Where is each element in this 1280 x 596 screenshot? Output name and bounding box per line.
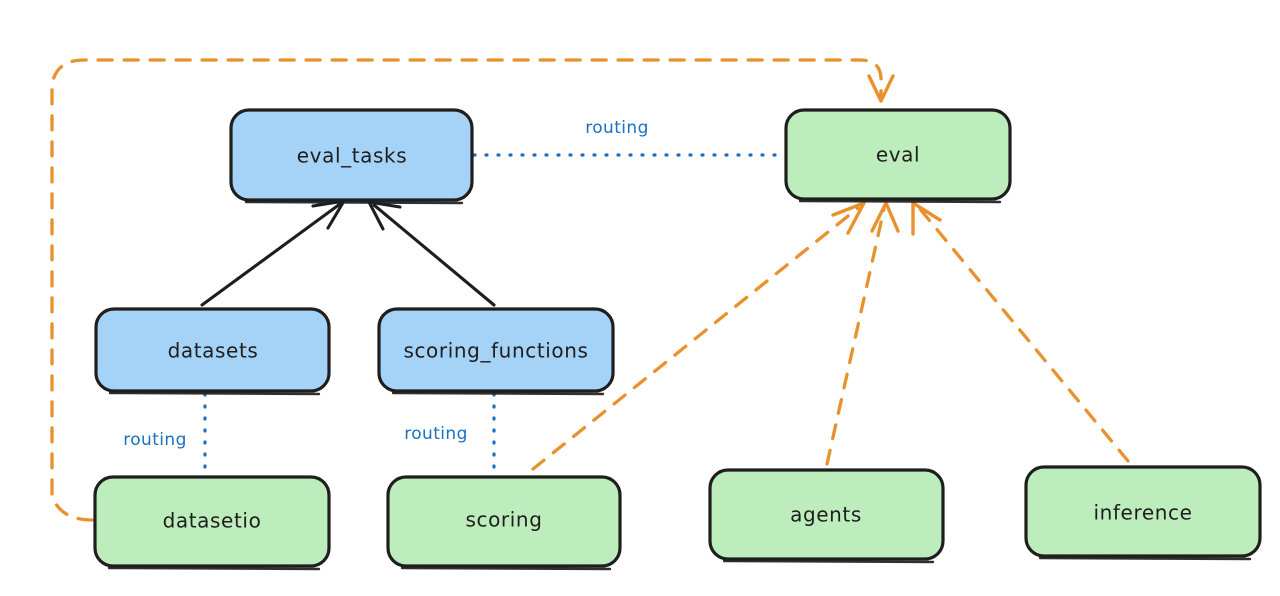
node-inference-shadow — [1038, 556, 1252, 561]
edge-inference-to-eval[interactable] — [911, 201, 1130, 463]
node-agents-box — [708, 468, 945, 561]
node-eval[interactable]: eval — [784, 108, 1012, 204]
node-eval-box — [784, 108, 1012, 201]
edge-label-routing-eval: routing — [585, 118, 649, 138]
node-scoring_functions-label: scoring_functions — [403, 339, 588, 363]
node-inference[interactable]: inference — [1024, 465, 1262, 561]
node-datasets-label: datasets — [168, 339, 259, 363]
node-inference-box — [1024, 465, 1262, 558]
edge-path-datasetio-to-eval — [50, 58, 883, 522]
node-scoring-shadow — [400, 566, 612, 571]
edge-path-datasets-to-eval_tasks — [200, 202, 342, 307]
node-scoring_functions[interactable]: scoring_functions — [377, 307, 615, 396]
edge-path-inference-to-eval — [918, 207, 1130, 463]
node-datasets[interactable]: datasets — [94, 307, 331, 396]
edge-agents-to-eval[interactable] — [825, 201, 900, 466]
node-datasetio-box — [93, 475, 331, 568]
edge-path-agents-to-eval — [825, 207, 886, 466]
node-eval-label: eval — [876, 143, 920, 167]
edge-label-layer: routing routing routing — [123, 118, 649, 450]
edge-scoring-to-eval[interactable] — [531, 201, 866, 471]
node-agents-label: agents — [790, 503, 862, 527]
node-eval_tasks-label: eval_tasks — [297, 144, 407, 168]
node-agents[interactable]: agents — [708, 468, 945, 564]
arrow-head-inference-to-eval — [911, 201, 942, 236]
node-datasetio-shadow — [107, 566, 321, 571]
node-layer: eval_tasks eval datasets scoring_functio… — [93, 108, 1262, 571]
edge-datasets-to-eval_tasks[interactable] — [200, 199, 346, 307]
node-scoring-label: scoring — [465, 508, 542, 532]
node-scoring-box — [386, 475, 622, 568]
edge-layer — [50, 58, 1130, 522]
node-scoring_functions-box — [377, 307, 615, 393]
arrow-head-scoring-to-eval — [831, 201, 866, 235]
edge-datasetio-to-eval[interactable] — [50, 58, 895, 522]
node-eval_tasks[interactable]: eval_tasks — [229, 108, 474, 205]
node-eval_tasks-box — [229, 108, 474, 202]
edge-path-scoring_functions-to-eval_tasks — [372, 203, 496, 307]
node-inference-label: inference — [1093, 501, 1192, 525]
edge-label-routing-scoring: routing — [404, 424, 468, 444]
node-datasets-box — [94, 307, 331, 393]
edge-path-scoring-to-eval — [531, 206, 860, 471]
arrow-head-agents-to-eval — [870, 201, 900, 233]
edge-label-routing-datasetio: routing — [123, 430, 187, 450]
node-agents-shadow — [722, 559, 935, 564]
node-scoring[interactable]: scoring — [386, 475, 622, 571]
edge-scoring_functions-to-eval_tasks[interactable] — [367, 200, 496, 307]
node-eval-shadow — [798, 199, 1002, 204]
node-eval_tasks-shadow — [244, 200, 464, 205]
node-datasetio[interactable]: datasetio — [93, 475, 331, 571]
arrow-head-datasetio-to-eval — [867, 74, 895, 103]
node-datasetio-label: datasetio — [163, 509, 262, 533]
node-scoring_functions-shadow — [391, 391, 605, 396]
node-datasets-shadow — [108, 391, 321, 396]
